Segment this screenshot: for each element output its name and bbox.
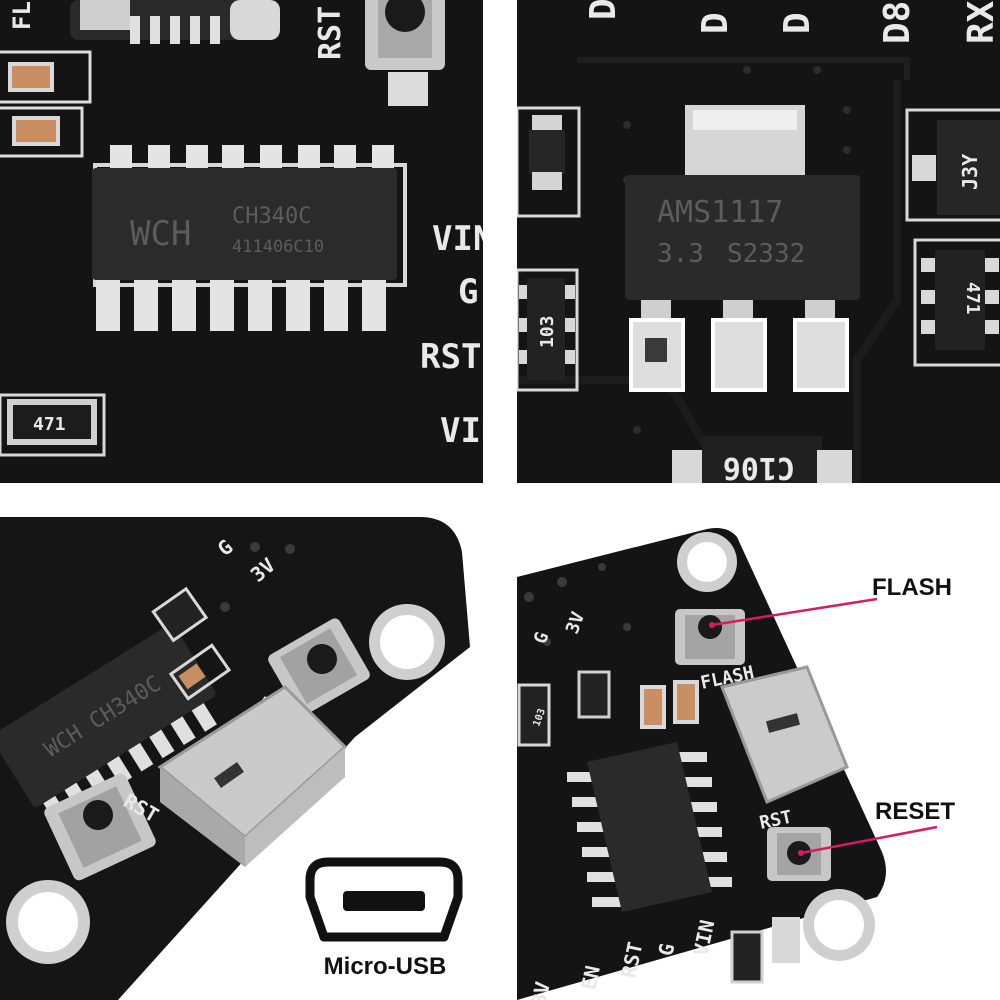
mounting-hole [803, 889, 875, 961]
svg-text:471: 471 [33, 414, 66, 435]
resistor-array-471: 471 [913, 238, 1000, 367]
photo-ch340c-closeup: RST FL [0, 0, 483, 483]
micro-usb-port [719, 665, 849, 804]
pin-label-rst: RST [420, 337, 481, 377]
photo-board-angled: 3V G WCH CH340C FLASH [0, 517, 483, 1000]
mounting-hole [677, 532, 737, 592]
photo-board-callouts: G 3V 103 FLASH [517, 517, 1000, 1000]
svg-text:471: 471 [962, 282, 983, 315]
pin-label-rx: RX [961, 0, 1000, 44]
board-closeup-ch340c: RST FL [0, 0, 483, 483]
silk-rst: RST [313, 6, 348, 60]
pin-label-g: G [458, 272, 478, 312]
mounting-hole [369, 604, 445, 680]
smd-capacitor [8, 62, 54, 92]
pin-label-d-3: D [777, 12, 818, 34]
pin-label-vin-2: VIN [440, 411, 483, 451]
callout-line-reset [798, 825, 938, 856]
ch340c-chip-angled [567, 742, 732, 912]
micro-usb-icon [305, 857, 463, 942]
ams1117-regulator: AMS1117 3.3 S2332 [625, 105, 860, 392]
reset-button-partial [365, 0, 445, 106]
flash-button[interactable] [675, 609, 745, 665]
silk-flash-fragment: FL [8, 1, 36, 30]
board-callout-view: G 3V 103 FLASH [517, 528, 955, 1000]
svg-text:103: 103 [537, 315, 558, 348]
photo-ams1117-closeup: D D D D8 RX AMS1117 3.3 S2332 [517, 0, 1000, 483]
resistor-array-471: 471 [0, 393, 106, 457]
pin-label-vin: VIN [432, 219, 483, 259]
chip-code: 411406C10 [232, 237, 324, 257]
pin-label-d-2: D [695, 12, 736, 34]
callout-line-flash [709, 597, 878, 628]
capacitor-c106: C106 [672, 436, 852, 483]
micro-usb-label: Micro-USB [323, 953, 447, 980]
pin-label-d8: D8 [877, 1, 918, 44]
pin-label-g: G [653, 941, 679, 958]
svg-text:C106: C106 [723, 450, 795, 483]
reset-button [44, 773, 156, 881]
regulator-model: AMS1117 [657, 195, 783, 230]
pin-label-3v: 3V [526, 979, 554, 1000]
mounting-hole [6, 880, 90, 964]
chip-logo: WCH [130, 214, 191, 254]
transistor-j3y: J3Y [905, 108, 1000, 222]
resistor-array-103: 103 [517, 268, 579, 392]
callout-flash: FLASH [872, 574, 952, 601]
regulator-code: S2332 [727, 239, 805, 269]
board-closeup-ams1117: D D D D8 RX AMS1117 3.3 S2332 [517, 0, 1000, 483]
ch340c-chip: WCH CH340C 411406C10 [92, 145, 407, 331]
smd-capacitor [517, 106, 581, 218]
pin-label-d-1: D [583, 0, 624, 20]
pin-label-en: EN [576, 963, 604, 992]
resistor-array-103: 103 [517, 683, 551, 747]
smd-capacitor [12, 116, 60, 146]
micro-usb-port [157, 685, 348, 867]
flash-button [268, 618, 370, 716]
callout-reset: RESET [875, 798, 955, 825]
regulator-voltage: 3.3 [657, 239, 704, 269]
chip-model: CH340C [232, 204, 311, 229]
svg-text:J3Y: J3Y [958, 154, 982, 190]
board-angled-view: 3V G WCH CH340C FLASH [0, 517, 470, 1000]
